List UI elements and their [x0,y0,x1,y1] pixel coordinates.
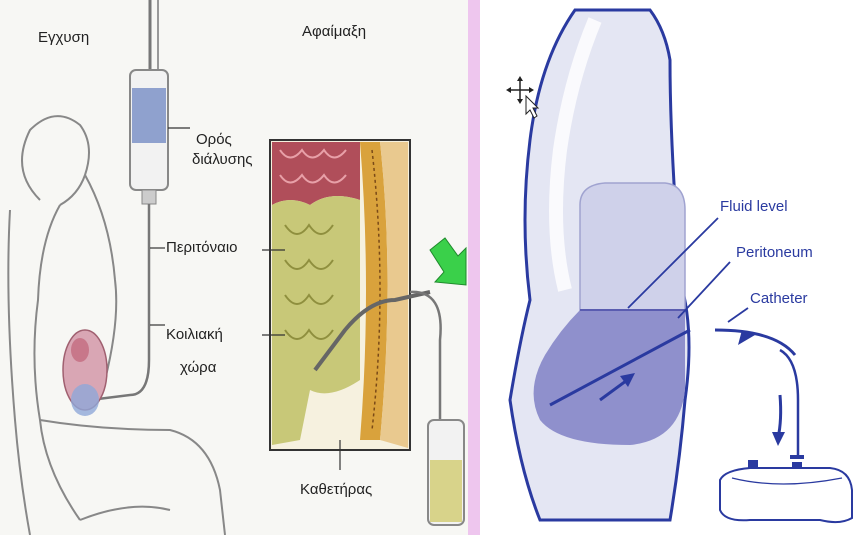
label-catheter-en: Catheter [750,290,808,307]
label-cavity-2: χώρα [180,358,216,378]
left-illustration [0,0,468,535]
down-arrow-icon [772,395,785,446]
label-fluid-level: Fluid level [720,198,788,215]
drainage-tube [410,292,441,420]
title-drainage: Αφαίμαξη [302,22,366,42]
panel-divider [468,0,480,535]
iv-bag-icon [130,70,168,204]
label-solution-1: Ορός [196,130,232,150]
cross-section-box [270,140,430,450]
drainage-bag-icon [428,420,464,525]
green-arrow-icon [430,238,466,285]
label-peritoneum-gr: Περιτόναιο [166,238,238,258]
right-diagram-panel: Fluid level Peritoneum Catheter [480,0,858,535]
left-diagram-panel: Εγχυση Αφαίμαξη Ορός διάλυσης Περιτόναιο… [0,0,468,535]
label-catheter-gr: Καθετήρας [300,480,372,500]
label-cavity-1: Κοιλιακή [166,325,223,345]
title-infusion: Εγχυση [38,28,89,48]
drainage-bag-icon [720,455,852,522]
label-solution-2: διάλυσης [192,150,253,170]
label-peritoneum-en: Peritoneum [736,244,813,261]
peritoneal-cavity [580,183,685,310]
move-cursor-icon[interactable] [506,76,538,118]
right-illustration [480,0,858,535]
